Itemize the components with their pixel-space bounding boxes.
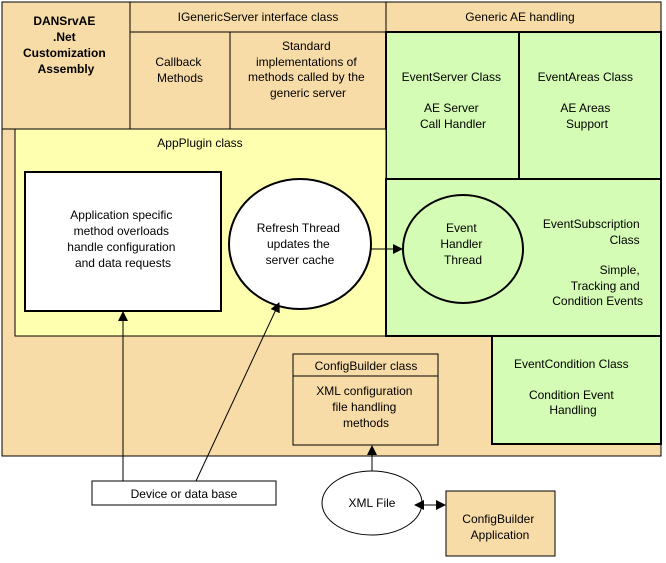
arrow-device-to-refresh bbox=[195, 302, 280, 482]
assembly-title: DANSrvAE .Net Customization Assembly bbox=[23, 14, 109, 76]
refresh-thread-line: Refresh Thread bbox=[257, 221, 340, 235]
event-handler-circle bbox=[402, 194, 524, 304]
configbuilder-line: file handling bbox=[332, 400, 396, 414]
event-handler-line: Thread bbox=[444, 253, 482, 267]
assembly-title-line: DANSrvAE bbox=[33, 14, 95, 28]
refresh-thread-line: server cache bbox=[266, 253, 335, 267]
event-areas-line: Support bbox=[566, 117, 609, 131]
assembly-title-cell bbox=[1, 1, 131, 130]
event-server-line: Call Handler bbox=[420, 117, 486, 131]
app-specific-line: method overloads bbox=[74, 224, 169, 238]
assembly-title-line: Customization bbox=[23, 46, 106, 60]
standard-impl: Standard implementations of methods call… bbox=[248, 39, 368, 100]
event-subscription-text: EventSubscription Class Simple, Tracking… bbox=[543, 217, 643, 308]
event-subscription-line: Condition Events bbox=[552, 294, 643, 308]
igeneric-header-cell bbox=[129, 1, 387, 33]
standard-line: Standard bbox=[282, 39, 331, 53]
generic-ae-header: Generic AE handling bbox=[465, 10, 574, 24]
event-subscription-line: Class bbox=[610, 233, 640, 247]
event-server-line: AE Server bbox=[424, 101, 479, 115]
refresh-thread-text: Refresh Thread updates the server cache bbox=[257, 221, 344, 267]
configbuilder-line: XML configuration bbox=[316, 384, 412, 398]
app-specific-box bbox=[24, 171, 222, 312]
configbuilder-app-line: Application bbox=[471, 528, 530, 542]
event-areas-line: EventAreas Class bbox=[538, 70, 633, 84]
configbuilder-line: methods bbox=[343, 416, 389, 430]
event-handler-text: Event Handler Thread bbox=[440, 221, 485, 267]
configbuilder-app-text: ConfigBuilder Application bbox=[462, 512, 537, 542]
event-handler-line: Event bbox=[446, 221, 477, 235]
configbuilder-class-title: ConfigBuilder class bbox=[315, 359, 418, 373]
app-specific-line: and data requests bbox=[75, 256, 171, 270]
device-db-box bbox=[91, 480, 277, 506]
standard-line: implementations of bbox=[256, 55, 357, 69]
xml-file-label: XML File bbox=[349, 496, 396, 510]
app-specific-line: Application specific bbox=[70, 208, 172, 222]
assembly-title-line: Assembly bbox=[38, 62, 95, 76]
configbuilder-app-box bbox=[445, 490, 556, 557]
configbuilder-class bbox=[292, 353, 439, 446]
standard-line: generic server bbox=[270, 86, 346, 100]
appplugin-title: AppPlugin class bbox=[157, 136, 242, 150]
app-specific-line: handle configuration bbox=[67, 240, 175, 254]
event-condition-line: Handling bbox=[549, 403, 596, 417]
callback-methods: Callback Methods bbox=[155, 55, 204, 85]
device-db-label: Device or data base bbox=[131, 487, 238, 501]
refresh-thread-circle bbox=[228, 178, 372, 310]
callback-line: Callback bbox=[155, 55, 202, 69]
igeneric-header: IGenericServer interface class bbox=[178, 10, 339, 24]
assembly-title-line: .Net bbox=[53, 30, 76, 44]
configbuilder-body: XML configuration file handling methods bbox=[316, 384, 416, 430]
standard-impl-cell bbox=[229, 31, 387, 130]
event-subscription-line: Simple, bbox=[600, 263, 640, 277]
event-areas-line: AE Areas bbox=[560, 101, 610, 115]
event-condition-line: Condition Event bbox=[529, 388, 614, 402]
event-subscription-line: Tracking and bbox=[571, 279, 640, 293]
configbuilder-app-line: ConfigBuilder bbox=[462, 512, 534, 526]
event-handler-line: Handler bbox=[440, 237, 482, 251]
app-specific-text: Application specific method overloads ha… bbox=[67, 208, 178, 270]
event-condition-class bbox=[491, 335, 662, 445]
refresh-thread-line: updates the bbox=[267, 237, 330, 251]
event-condition-line: EventCondition Class bbox=[514, 357, 629, 371]
generic-ae-header-cell bbox=[385, 1, 662, 33]
standard-line: methods called by the bbox=[248, 70, 365, 84]
callback-methods-cell bbox=[129, 31, 231, 130]
event-server-line: EventServer Class bbox=[402, 70, 501, 84]
event-condition-text: EventCondition Class Condition Event Han… bbox=[514, 357, 632, 417]
event-areas-text: EventAreas Class AE Areas Support bbox=[538, 70, 637, 131]
event-server-text: EventServer Class AE Server Call Handler bbox=[402, 70, 505, 131]
callback-line: Methods bbox=[157, 71, 203, 85]
event-subscription-line: EventSubscription bbox=[543, 217, 640, 231]
